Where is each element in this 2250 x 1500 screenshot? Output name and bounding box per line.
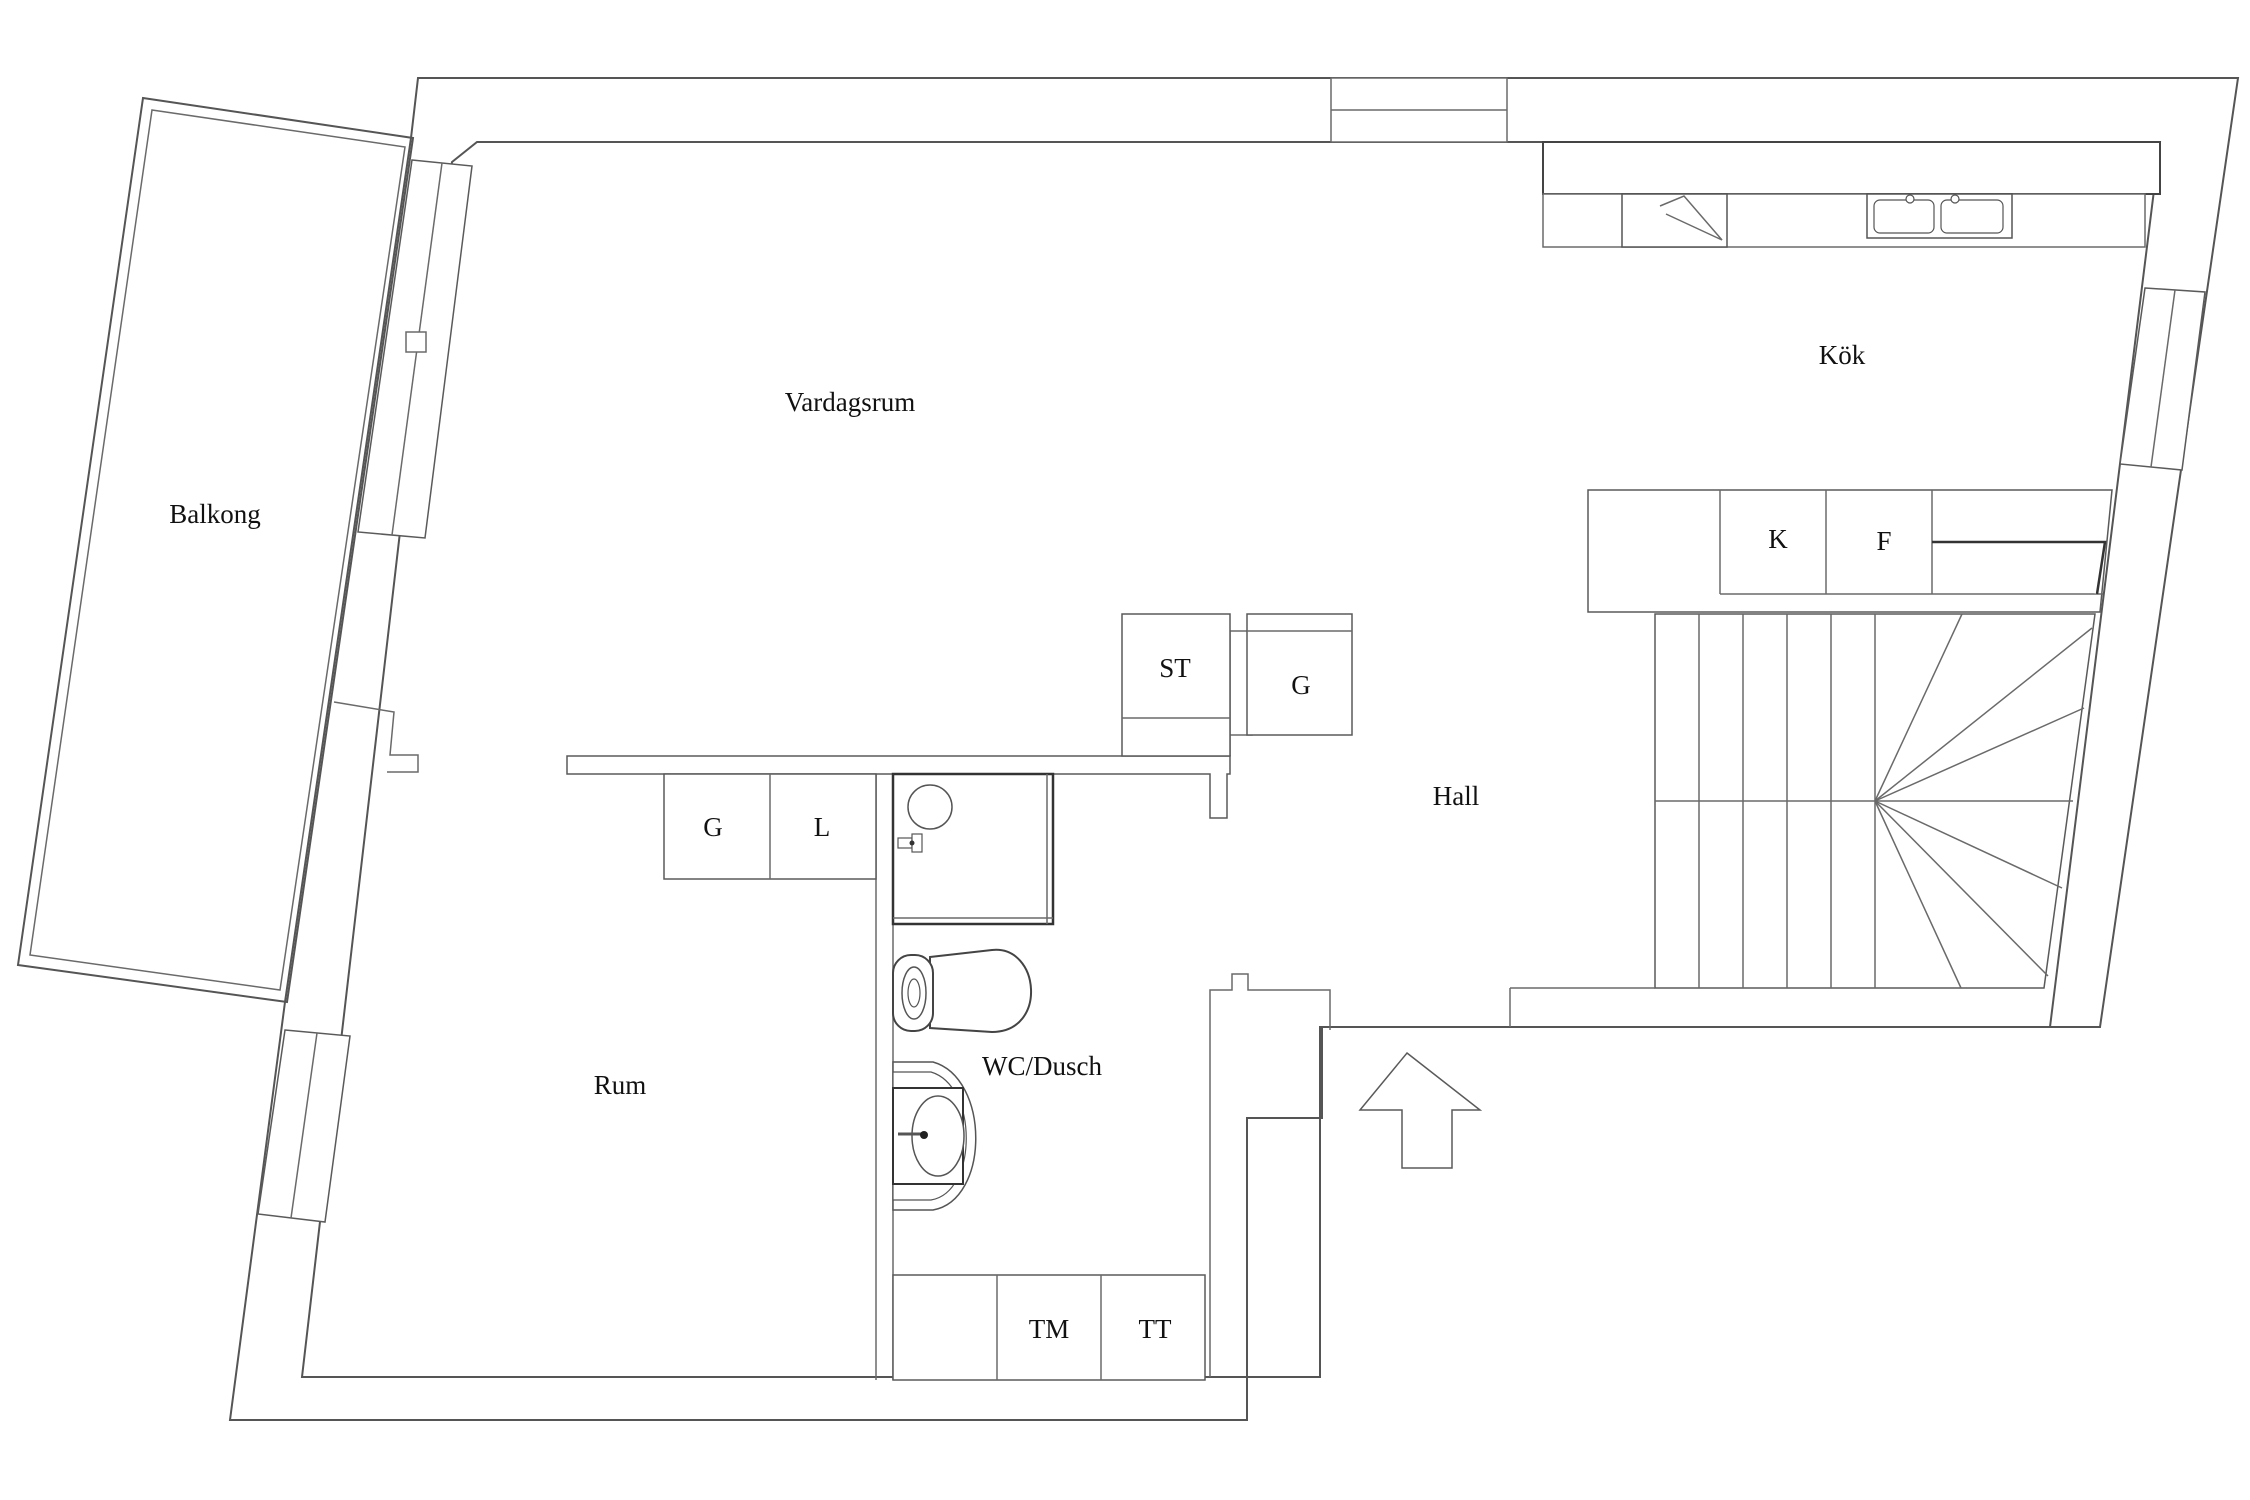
kitchen-lower-cabinets [1587, 489, 2113, 613]
balcony-door-jamb [333, 701, 419, 773]
staircase-icon [1654, 613, 2096, 989]
balcony [16, 96, 415, 1004]
window-east [2119, 287, 2206, 471]
closet-label-l: L [814, 812, 831, 842]
closet-label-st: ST [1159, 653, 1191, 683]
hall-walls [1209, 973, 1655, 1377]
closet-st [1121, 613, 1231, 757]
room-label-kok: Kök [1819, 340, 1866, 370]
closet-label-g-rum: G [703, 812, 723, 842]
laundry-cabinets [892, 1274, 1206, 1381]
shower-icon [891, 772, 1055, 926]
closet-label-g-hall: G [1291, 670, 1311, 700]
closet-label-tm: TM [1029, 1314, 1070, 1344]
room-label-balkong: Balkong [169, 499, 261, 529]
window-top [1330, 77, 1508, 143]
stove [1621, 193, 1728, 248]
room-label-rum: Rum [594, 1070, 647, 1100]
toilet-icon [892, 948, 1032, 1034]
appliance-label-k: K [1768, 524, 1788, 554]
appliance-label-f: F [1876, 526, 1891, 556]
window-west-upper [357, 159, 473, 539]
closet-g-hall [1246, 613, 1353, 736]
entrance-arrow-icon [1358, 1051, 1483, 1169]
room-label-wc-dusch: WC/Dusch [982, 1051, 1102, 1081]
kitchen-sink-icon [1866, 193, 2013, 239]
kitchen-counter [1542, 141, 2161, 248]
closets-rum [663, 773, 877, 880]
room-label-vardagsrum: Vardagsrum [785, 387, 915, 417]
closet-label-tt: TT [1139, 1314, 1172, 1344]
room-label-hall: Hall [1433, 781, 1480, 811]
window-west-lower [257, 1029, 351, 1223]
wash-basin-icon [892, 1061, 977, 1211]
